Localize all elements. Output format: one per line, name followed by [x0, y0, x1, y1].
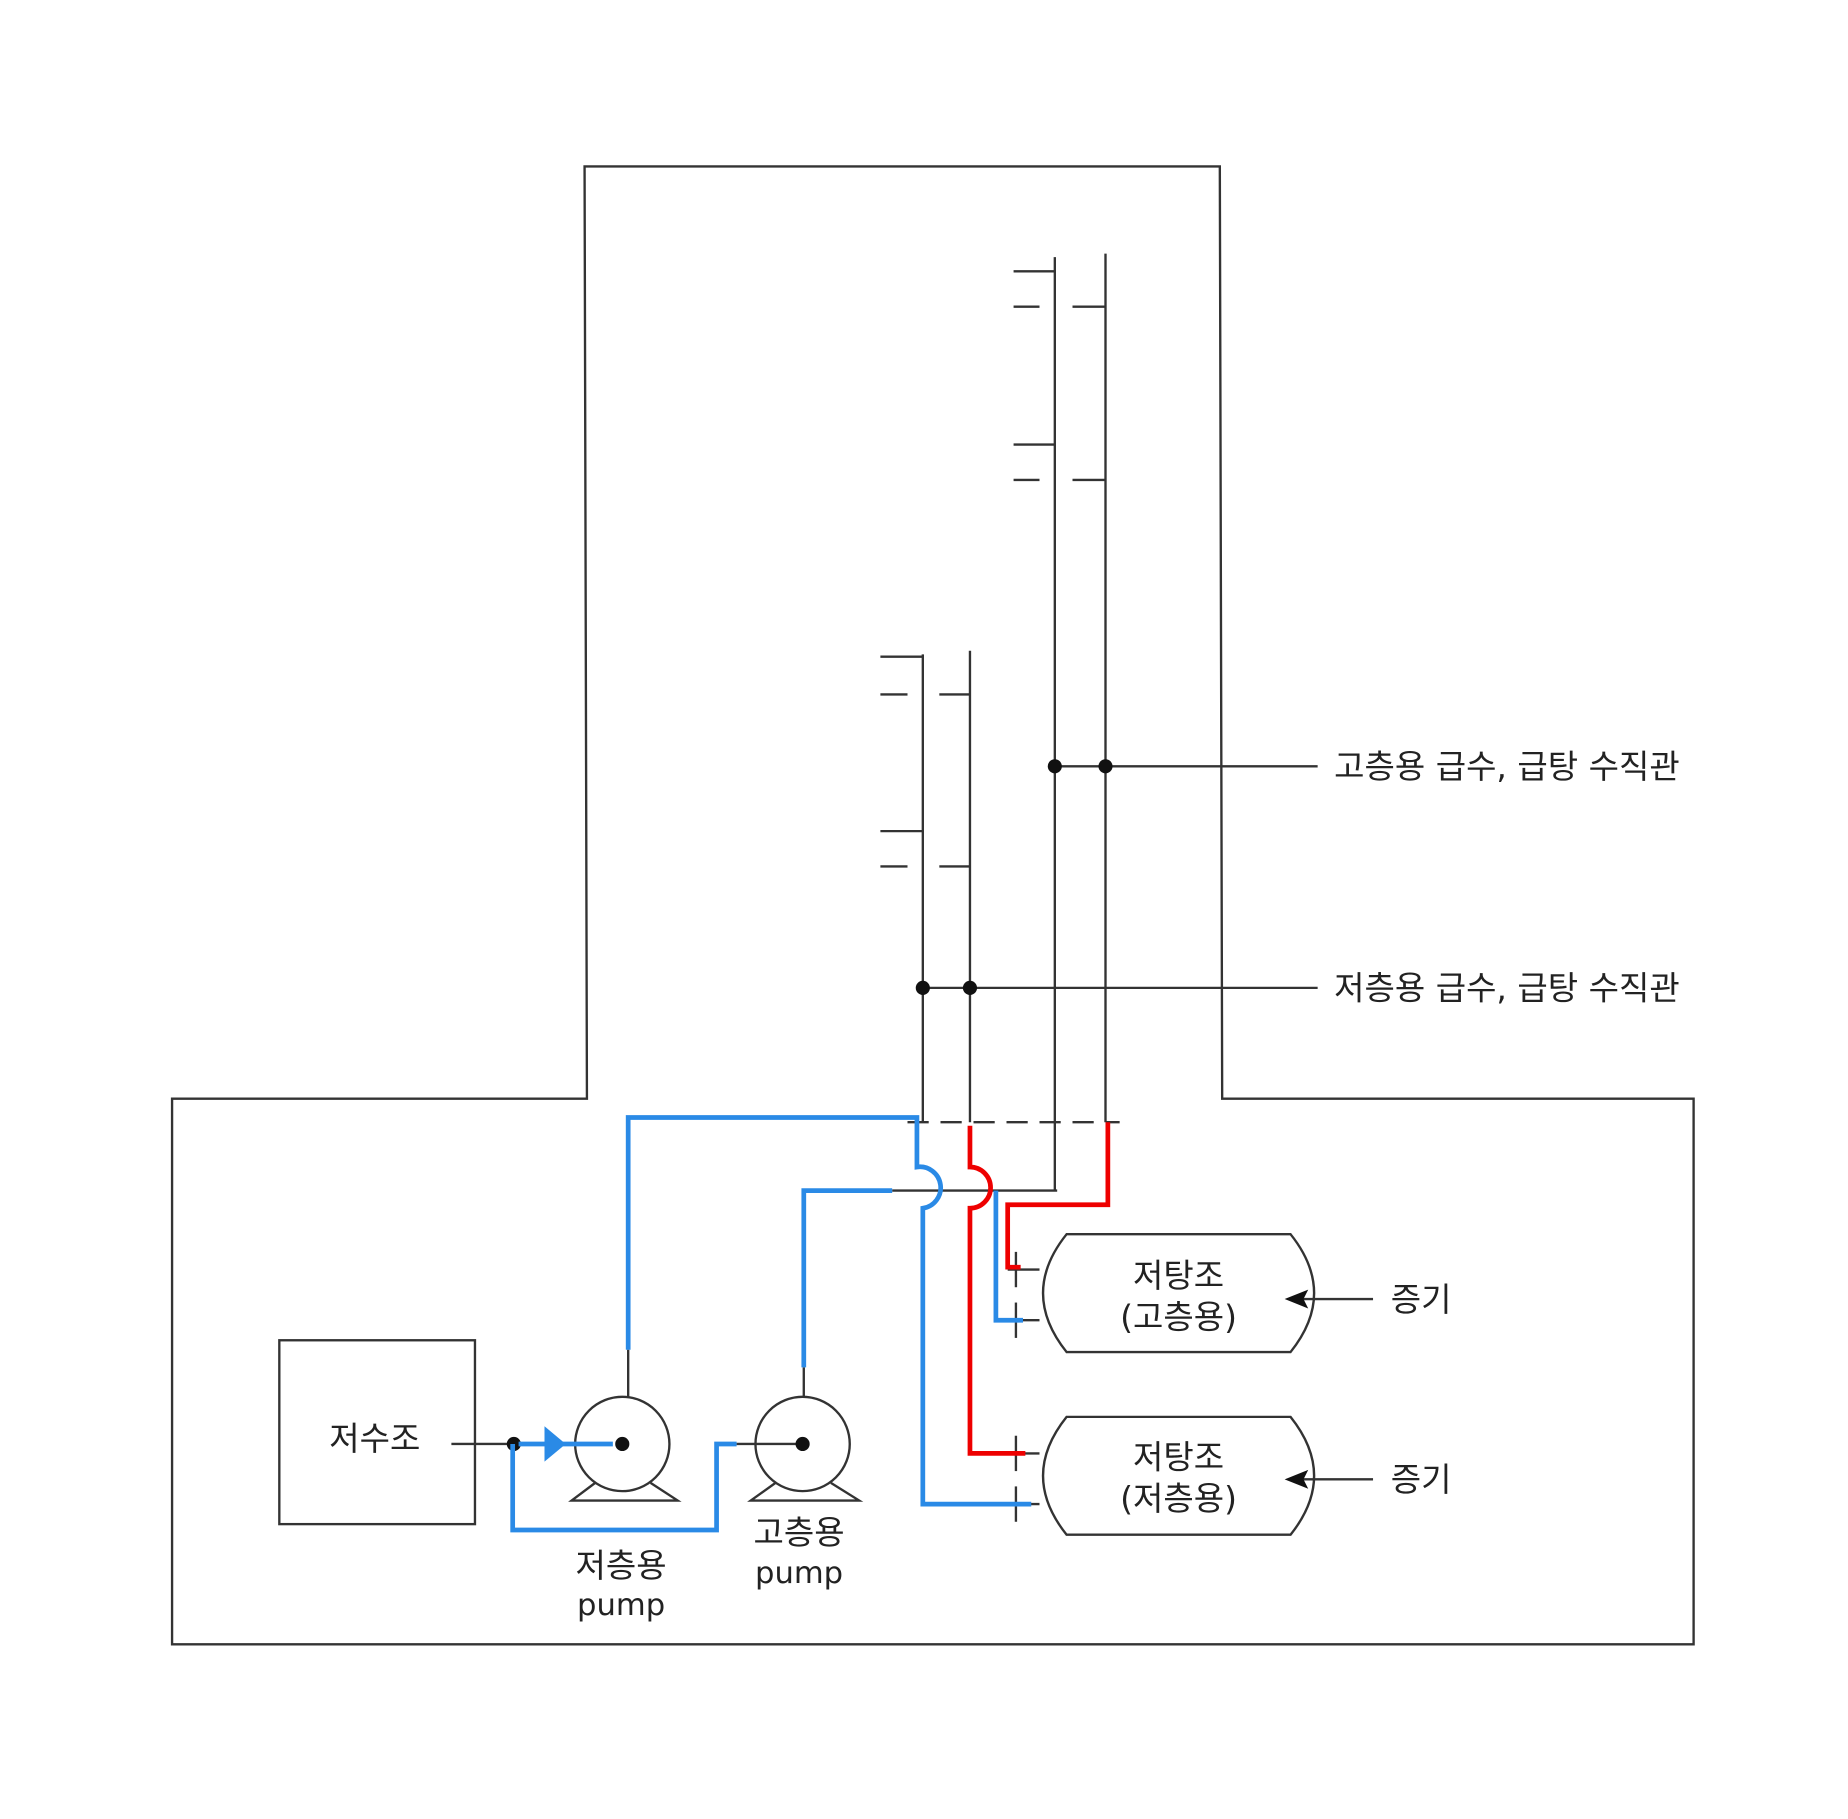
reservoir-tank — [278, 1339, 477, 1526]
hot-water-tank-high: 저탕조 (고층용) — [1007, 1233, 1316, 1354]
svg-text:증기: 증기 — [1391, 1460, 1452, 1499]
high-zone-risers — [1013, 253, 1318, 1191]
svg-text:증기: 증기 — [1391, 1280, 1452, 1319]
junction-dot — [962, 980, 978, 995]
low-pump-label: 저층용 — [576, 1546, 667, 1585]
svg-text:저탕조: 저탕조 — [1133, 1256, 1224, 1295]
junction-dot — [1047, 759, 1062, 774]
high-riser-label: 고층용 급수, 급탕 수직관 — [1334, 747, 1680, 786]
junction-dot — [1098, 759, 1113, 774]
high-pump-label: 고층용 — [754, 1513, 845, 1552]
reservoir-label: 저수조 — [329, 1419, 420, 1458]
svg-text:저탕조: 저탕조 — [1133, 1438, 1224, 1477]
hot-water-tank-low: 저탕조 (저층용) — [1007, 1415, 1316, 1536]
junction-dot — [915, 980, 930, 995]
low-riser-label: 저층용 급수, 급탕 수직관 — [1334, 969, 1680, 1008]
building-outline — [170, 165, 1695, 1646]
high-pump-label-2: pump — [755, 1556, 843, 1591]
steam-inlet-arrow: 증기 — [1284, 1460, 1452, 1499]
cold-water-path — [510, 1115, 1032, 1533]
svg-text:(저층용): (저층용) — [1120, 1479, 1237, 1518]
low-zone-risers — [880, 650, 1318, 1192]
steam-inlet-arrow: 증기 — [1284, 1280, 1452, 1319]
low-pump-label-2: pump — [577, 1588, 665, 1623]
svg-text:(고층용): (고층용) — [1120, 1297, 1237, 1336]
hot-water-path — [967, 1122, 1111, 1456]
